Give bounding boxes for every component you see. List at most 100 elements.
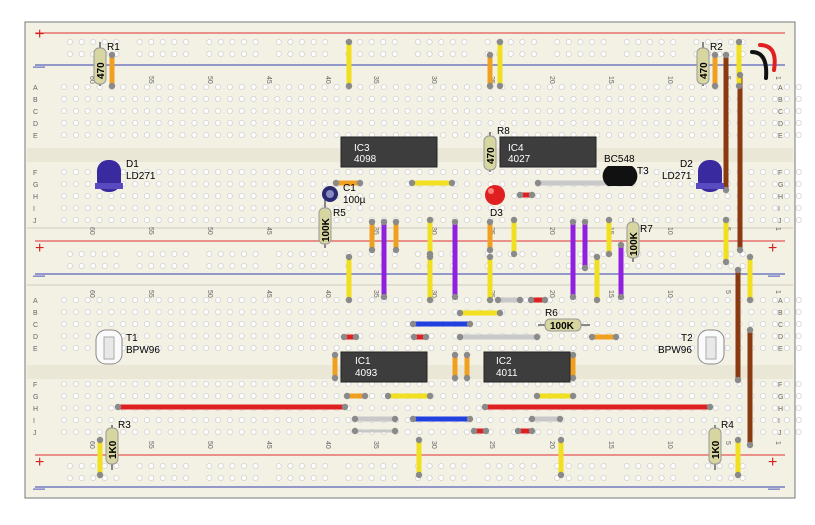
hole bbox=[252, 39, 259, 46]
wire-end bbox=[496, 309, 504, 317]
hole bbox=[463, 96, 470, 103]
wire-end bbox=[617, 293, 625, 301]
hole bbox=[297, 180, 304, 187]
hole bbox=[226, 308, 233, 315]
hole bbox=[143, 332, 150, 339]
hole bbox=[132, 84, 139, 91]
wire-end bbox=[345, 38, 353, 46]
hole bbox=[215, 120, 222, 127]
hole bbox=[310, 262, 317, 269]
hole bbox=[84, 416, 91, 423]
hole bbox=[428, 168, 435, 175]
power-rails bbox=[35, 32, 785, 488]
hole bbox=[629, 296, 636, 303]
hole bbox=[414, 51, 421, 58]
wire-end bbox=[527, 296, 535, 304]
hole bbox=[203, 192, 210, 199]
hole bbox=[677, 96, 684, 103]
hole bbox=[463, 216, 470, 223]
hole bbox=[546, 332, 553, 339]
hole bbox=[689, 320, 696, 327]
hole bbox=[440, 404, 447, 411]
wire-end bbox=[341, 403, 349, 411]
hole bbox=[322, 474, 329, 481]
hole bbox=[310, 51, 317, 58]
hole bbox=[511, 320, 518, 327]
wire-end bbox=[486, 246, 494, 254]
row-letter: B bbox=[33, 97, 38, 104]
hole bbox=[426, 51, 433, 58]
rail-markers: — — — — — bbox=[33, 59, 780, 495]
hole bbox=[215, 216, 222, 223]
hole bbox=[191, 168, 198, 175]
hole bbox=[238, 192, 245, 199]
hole bbox=[475, 416, 482, 423]
row-letter: A bbox=[33, 85, 38, 92]
hole bbox=[191, 320, 198, 327]
wire-end bbox=[426, 253, 434, 261]
hole bbox=[617, 204, 624, 211]
hole bbox=[428, 84, 435, 91]
hole bbox=[226, 296, 233, 303]
hole bbox=[143, 180, 150, 187]
hole bbox=[653, 84, 660, 91]
wire-end bbox=[486, 253, 494, 261]
hole bbox=[531, 39, 538, 46]
hole bbox=[392, 308, 399, 315]
hole bbox=[689, 120, 696, 127]
hole bbox=[274, 120, 281, 127]
hole bbox=[760, 108, 767, 115]
hole bbox=[606, 308, 613, 315]
hole bbox=[96, 216, 103, 223]
hole bbox=[496, 262, 503, 269]
hole bbox=[565, 39, 572, 46]
hole bbox=[748, 204, 755, 211]
hole bbox=[297, 131, 304, 138]
hole bbox=[262, 380, 269, 387]
ic-part: 4093 bbox=[355, 368, 378, 379]
hole bbox=[286, 180, 293, 187]
hole bbox=[677, 204, 684, 211]
wire-end bbox=[514, 427, 522, 435]
hole bbox=[647, 262, 654, 269]
row-letter: H bbox=[778, 194, 783, 201]
hole bbox=[570, 96, 577, 103]
hole bbox=[238, 168, 245, 175]
hole bbox=[250, 192, 257, 199]
hole bbox=[155, 84, 162, 91]
resistor-ref: R4 bbox=[721, 420, 734, 431]
hole bbox=[606, 204, 613, 211]
hole bbox=[404, 320, 411, 327]
hole bbox=[179, 108, 186, 115]
hole bbox=[72, 131, 79, 138]
hole bbox=[736, 416, 743, 423]
rail-markers: + + + + + bbox=[35, 26, 777, 471]
column-number: 60 bbox=[88, 227, 95, 235]
hole bbox=[712, 392, 719, 399]
hole bbox=[739, 262, 746, 269]
hole bbox=[67, 474, 74, 481]
hole bbox=[461, 250, 468, 257]
wire-end bbox=[528, 427, 536, 435]
hole bbox=[108, 108, 115, 115]
wire-end bbox=[569, 351, 577, 359]
wire-end bbox=[361, 392, 369, 400]
hole bbox=[155, 120, 162, 127]
hole bbox=[570, 344, 577, 351]
hole bbox=[716, 462, 723, 469]
wire-end bbox=[391, 427, 399, 435]
hole bbox=[191, 332, 198, 339]
hole bbox=[167, 120, 174, 127]
hole bbox=[728, 51, 735, 58]
hole bbox=[179, 392, 186, 399]
hole bbox=[182, 51, 189, 58]
hole bbox=[297, 428, 304, 435]
hole bbox=[179, 216, 186, 223]
hole bbox=[345, 168, 352, 175]
resistor-ref: R3 bbox=[118, 420, 131, 431]
hole bbox=[795, 204, 802, 211]
hole bbox=[404, 404, 411, 411]
hole bbox=[641, 192, 648, 199]
hole bbox=[558, 96, 565, 103]
hole bbox=[143, 392, 150, 399]
